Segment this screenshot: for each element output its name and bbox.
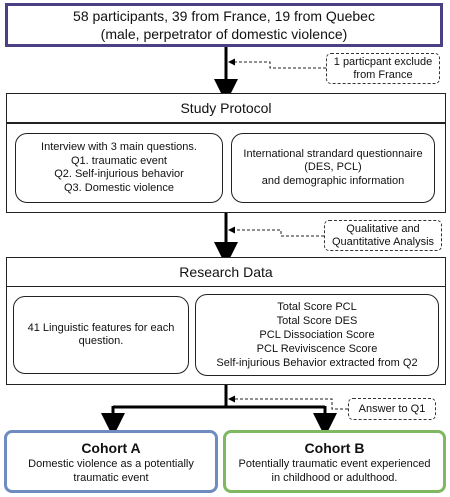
questionnaire-line-2: (DES, PCL) <box>304 161 362 174</box>
participants-line-1: 58 participants, 39 from France, 19 from… <box>73 8 375 24</box>
cohort-b-line-2: in childhood or adulthood. <box>271 471 398 484</box>
cohort-b-title: Cohort B <box>304 439 365 456</box>
dashed-exclusion-connector <box>228 58 326 69</box>
analysis-note: Qualitative and Quantitative Analysis <box>324 220 442 251</box>
questionnaire-box: International strandard questionnaire (D… <box>231 133 435 203</box>
cohort-a-line-2: traumatic event <box>73 471 149 484</box>
study-protocol-section: Interview with 3 main questions. Q1. tra… <box>6 123 446 213</box>
dashed-answer-connector <box>228 395 348 410</box>
dashed-analysis-connector <box>228 226 324 237</box>
participants-box: 58 participants, 39 from France, 19 from… <box>5 3 443 47</box>
questionnaire-line-1: International strandard questionnaire <box>243 147 423 160</box>
scores-box: Total Score PCL Total Score DES PCL Diss… <box>195 294 439 376</box>
exclusion-note-line-1: 1 particpant exclude <box>333 55 433 68</box>
analysis-note-line-2: Quantitative Analysis <box>331 235 435 248</box>
interview-line-2: Q1. traumatic event <box>71 154 167 167</box>
exclusion-note-line-2: from France <box>353 68 413 81</box>
linguistic-features-box: 41 Linguistic features for each question… <box>13 296 189 374</box>
cohort-a-title: Cohort A <box>81 439 141 456</box>
study-protocol-header: Study Protocol <box>6 93 446 123</box>
questionnaire-line-3: and demographic information <box>261 174 405 187</box>
score-item: Total Score PCL <box>277 301 357 313</box>
exclusion-note: 1 particpant exclude from France <box>326 53 440 84</box>
cohort-b-box: Cohort B Potentially traumatic event exp… <box>223 430 446 493</box>
cohort-a-box: Cohort A Domestic violence as a potentia… <box>4 430 218 493</box>
score-item: Self-injurious Behavior extracted from Q… <box>216 357 418 369</box>
score-item: Total Score DES <box>276 315 358 327</box>
answer-note: Answer to Q1 <box>348 398 436 420</box>
score-item: PCL Dissociation Score <box>259 329 375 341</box>
research-data-header: Research Data <box>6 257 446 287</box>
cohort-a-line-1: Domestic violence as a potentially <box>28 457 194 470</box>
score-item: PCL Reviviscence Score <box>256 343 378 355</box>
research-data-section: 41 Linguistic features for each question… <box>6 286 446 385</box>
analysis-note-line-1: Qualitative and <box>346 222 420 235</box>
interview-line-1: Interview with 3 main questions. <box>41 141 197 153</box>
interview-line-4: Q3. Domestic violence <box>63 181 175 194</box>
participants-line-2: (male, perpetrator of domestic violence) <box>100 26 348 42</box>
interview-box: Interview with 3 main questions. Q1. tra… <box>15 133 223 203</box>
answer-note-text: Answer to Q1 <box>358 402 426 415</box>
cohort-b-line-1: Potentially traumatic event experienced <box>238 457 431 470</box>
interview-line-3: Q2. Self-injurious behavior <box>54 168 184 180</box>
linguistic-line-1: 41 Linguistic features for each <box>27 321 175 334</box>
linguistic-line-2: question. <box>78 335 124 347</box>
research-data-title: Research Data <box>179 264 273 280</box>
study-protocol-title: Study Protocol <box>180 100 272 116</box>
